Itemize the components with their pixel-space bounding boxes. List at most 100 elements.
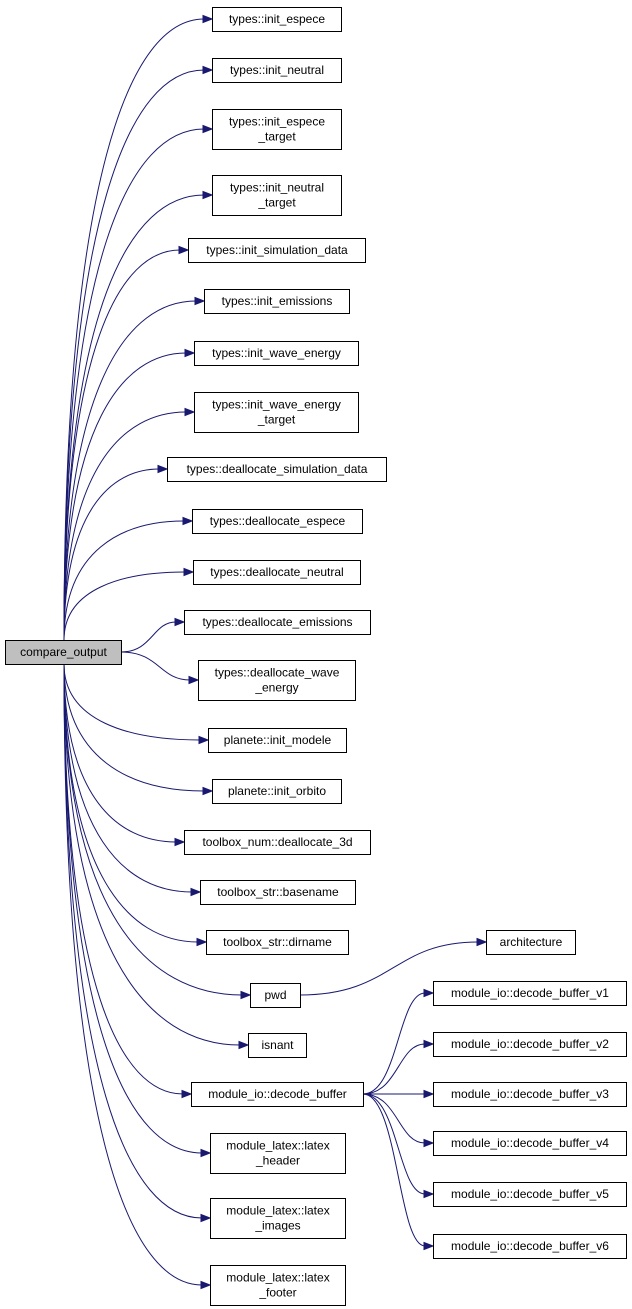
node-init_neutral_target[interactable]: types::init_neutral_target xyxy=(212,175,342,216)
arrowhead-icon xyxy=(200,1280,212,1290)
node-init_neutral[interactable]: types::init_neutral xyxy=(212,58,342,83)
node-deallocate_simulation_data[interactable]: types::deallocate_simulation_data xyxy=(167,457,387,482)
node-box[interactable] xyxy=(212,779,342,804)
edge-line xyxy=(63,128,205,641)
node-deallocate_3d[interactable]: toolbox_num::deallocate_3d xyxy=(184,830,371,855)
node-box[interactable] xyxy=(184,830,371,855)
node-decode_buffer_v2[interactable]: module_io::decode_buffer_v2 xyxy=(433,1032,627,1057)
node-init_simulation_data[interactable]: types::init_simulation_data xyxy=(188,238,366,263)
node-deallocate_emissions[interactable]: types::deallocate_emissions xyxy=(184,610,371,635)
node-decode_buffer_v1[interactable]: module_io::decode_buffer_v1 xyxy=(433,981,627,1006)
edge-compare_output-to-init_espece xyxy=(63,14,214,641)
node-box[interactable] xyxy=(433,1234,627,1259)
node-init_wave_energy[interactable]: types::init_wave_energy xyxy=(194,341,359,366)
node-box[interactable] xyxy=(486,930,576,955)
arrowhead-icon xyxy=(174,837,186,847)
edge-compare_output-to-latex_images xyxy=(63,663,212,1223)
edge-line xyxy=(63,69,205,641)
node-decode_buffer_v4[interactable]: module_io::decode_buffer_v4 xyxy=(433,1131,627,1156)
node-label: module_io::decode_buffer_v3 xyxy=(451,1087,609,1101)
node-init_orbito[interactable]: planete::init_orbito xyxy=(212,779,342,804)
node-dirname[interactable]: toolbox_str::dirname xyxy=(206,930,349,955)
node-label: planete::init_modele xyxy=(224,733,332,747)
node-box[interactable] xyxy=(198,660,356,701)
node-box[interactable] xyxy=(250,983,301,1008)
node-box[interactable] xyxy=(194,341,359,366)
node-box[interactable] xyxy=(212,175,342,216)
node-box[interactable] xyxy=(433,981,627,1006)
node-box[interactable] xyxy=(188,238,366,263)
node-deallocate_wave_energy[interactable]: types::deallocate_wave_energy xyxy=(198,660,356,701)
node-label: _target xyxy=(257,413,296,427)
node-label: planete::init_orbito xyxy=(228,784,326,798)
node-box[interactable] xyxy=(210,1265,346,1306)
node-deallocate_espece[interactable]: types::deallocate_espece xyxy=(192,509,363,534)
edges-layer xyxy=(63,14,488,1290)
edge-line xyxy=(362,1093,426,1144)
arrowhead-icon xyxy=(183,567,195,577)
node-box[interactable] xyxy=(210,1133,346,1174)
node-init_espece[interactable]: types::init_espece xyxy=(212,7,342,32)
node-box[interactable] xyxy=(194,392,359,433)
edge-compare_output-to-init_simulation_data xyxy=(63,245,190,641)
node-box[interactable] xyxy=(212,109,342,150)
node-label: toolbox_num::deallocate_3d xyxy=(202,835,352,849)
node-label: types::init_emissions xyxy=(222,294,333,308)
edge-line xyxy=(63,663,241,1046)
node-label: types::init_neutral xyxy=(230,181,324,195)
node-pwd[interactable]: pwd xyxy=(250,983,301,1008)
arrowhead-icon xyxy=(178,245,190,255)
node-decode_buffer_v3[interactable]: module_io::decode_buffer_v3 xyxy=(433,1082,627,1107)
arrowhead-icon xyxy=(423,1138,435,1148)
edge-compare_output-to-pwd xyxy=(63,663,252,1000)
arrowhead-icon xyxy=(202,14,214,24)
node-init_emissions[interactable]: types::init_emissions xyxy=(204,289,350,314)
node-box[interactable] xyxy=(184,610,371,635)
node-box[interactable] xyxy=(433,1182,627,1207)
node-box[interactable] xyxy=(248,1033,307,1058)
node-box[interactable] xyxy=(192,509,363,534)
node-latex_images[interactable]: module_latex::latex_images xyxy=(210,1198,346,1239)
node-decode_buffer_v5[interactable]: module_io::decode_buffer_v5 xyxy=(433,1182,627,1207)
node-label: module_io::decode_buffer_v5 xyxy=(451,1187,609,1201)
node-decode_buffer_v6[interactable]: module_io::decode_buffer_v6 xyxy=(433,1234,627,1259)
edge-compare_output-to-init_modele xyxy=(63,663,210,745)
node-box[interactable] xyxy=(433,1032,627,1057)
node-label: module_latex::latex xyxy=(226,1271,329,1285)
node-box[interactable] xyxy=(200,880,356,905)
node-label: types::init_simulation_data xyxy=(206,243,348,257)
node-basename[interactable]: toolbox_str::basename xyxy=(200,880,356,905)
edge-line xyxy=(63,663,193,893)
node-isnant[interactable]: isnant xyxy=(248,1033,307,1058)
arrowhead-icon xyxy=(202,65,214,75)
node-init_espece_target[interactable]: types::init_espece_target xyxy=(212,109,342,150)
node-box[interactable] xyxy=(433,1131,627,1156)
edge-decode_buffer-to-decode_buffer_v5 xyxy=(362,1093,435,1199)
node-box[interactable] xyxy=(433,1082,627,1107)
node-box[interactable] xyxy=(191,1082,364,1107)
node-init_wave_energy_target[interactable]: types::init_wave_energy_target xyxy=(194,392,359,433)
node-label: types::deallocate_espece xyxy=(210,514,346,528)
node-box[interactable] xyxy=(212,58,342,83)
node-box[interactable] xyxy=(193,560,361,585)
edge-compare_output-to-deallocate_espece xyxy=(63,516,194,641)
node-box[interactable] xyxy=(206,930,349,955)
node-latex_footer[interactable]: module_latex::latex_footer xyxy=(210,1265,346,1306)
node-latex_header[interactable]: module_latex::latex_header xyxy=(210,1133,346,1174)
node-decode_buffer[interactable]: module_io::decode_buffer xyxy=(191,1082,364,1107)
node-box[interactable] xyxy=(210,1198,346,1239)
node-deallocate_neutral[interactable]: types::deallocate_neutral xyxy=(193,560,361,585)
edge-line xyxy=(63,468,160,641)
edge-line xyxy=(63,571,186,641)
node-box[interactable] xyxy=(204,289,350,314)
node-architecture[interactable]: architecture xyxy=(486,930,576,955)
node-label: types::deallocate_wave xyxy=(215,666,340,680)
node-label: _target xyxy=(257,196,296,210)
node-box[interactable] xyxy=(167,457,387,482)
edge-compare_output-to-deallocate_wave_energy xyxy=(120,651,200,685)
node-label: _energy xyxy=(254,681,298,695)
node-box[interactable] xyxy=(212,7,342,32)
node-box[interactable] xyxy=(208,728,347,753)
node-label: toolbox_str::basename xyxy=(217,885,339,899)
node-init_modele[interactable]: planete::init_modele xyxy=(208,728,347,753)
